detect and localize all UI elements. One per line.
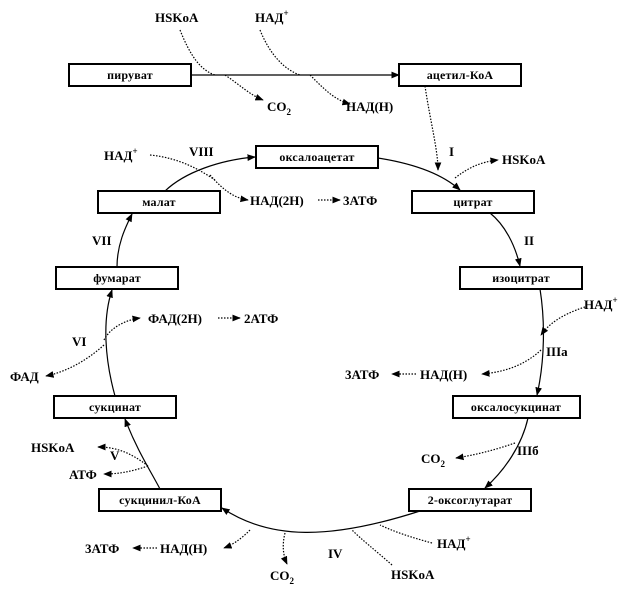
pyruvate-box: пируват xyxy=(68,63,192,87)
nadh-iiia-text: НАД(Н) xyxy=(420,367,467,382)
succinyl-coa-label: сукцинил-КоА xyxy=(119,493,201,507)
citrate-to-isocitrate-arc xyxy=(489,212,522,267)
nad-top-text: НАД+ xyxy=(255,8,289,25)
step-iiia-nad-arrow xyxy=(540,306,586,336)
nadh-iv-text: НАД(Н) xyxy=(160,541,207,556)
nad-iiia-text: НАД+ xyxy=(584,295,618,312)
oxaloacetate-box: оксалоацетат xyxy=(255,145,379,169)
acetyl-to-citrate-arrow xyxy=(424,85,442,171)
isocitrate-to-oxalosuccinate-arc xyxy=(535,288,545,396)
succinate-box: сукцинат xyxy=(53,395,177,419)
oxalosuccinate-box: оксалосукцинат xyxy=(452,395,581,419)
succinate-to-fumarate-arc xyxy=(105,289,116,397)
step-viii-nadh-arrow xyxy=(209,174,249,203)
step-vi-fad-arrow xyxy=(45,344,105,378)
nadh-out-arrow xyxy=(309,74,351,106)
atp3-viii-text: 3АТФ xyxy=(343,193,377,208)
citrate-box: цитрат xyxy=(411,190,535,214)
isocitrate-box: изоцитрат xyxy=(459,266,583,290)
isocitrate-label: изоцитрат xyxy=(492,271,550,285)
hskoa-v-text: HSKoA xyxy=(31,440,75,455)
fadh2-vi-text: ФАД(2Н) xyxy=(148,311,202,326)
step-v-label: V xyxy=(110,448,120,463)
atp-v-text: АТФ xyxy=(69,467,97,482)
oxalosuccinate-to-ketoglutarate-arc xyxy=(484,417,529,489)
step-iiia-nadh-arrow xyxy=(481,349,542,377)
citrate-label: цитрат xyxy=(453,195,492,209)
step-iiib-co2-arrow xyxy=(455,442,516,461)
fumarate-to-malate-arc xyxy=(116,213,133,268)
oxaloacetate-label: оксалоацетат xyxy=(279,150,354,164)
malate-to-oxaloacetate-arc xyxy=(164,154,256,192)
step-i-label: I xyxy=(449,144,454,159)
fad-vi-text: ФАД xyxy=(10,369,39,384)
atp3-iv-text: 3АТФ xyxy=(85,541,119,556)
alpha-ketoglutarate-label: 2-оксоглутарат xyxy=(428,493,513,507)
nad-iv-text: НАД+ xyxy=(437,534,471,551)
step-iv-nadh-arrow xyxy=(223,529,251,549)
oxaloacetate-to-citrate-arc xyxy=(377,157,461,191)
malate-box: малат xyxy=(97,190,221,214)
fumarate-label: фумарат xyxy=(93,271,141,285)
step-vii-label: VII xyxy=(92,233,112,248)
step-iv-co2-arrow xyxy=(280,532,288,565)
atp2-vi-text: 2АТФ xyxy=(244,311,278,326)
hskoa-i-text: HSKoA xyxy=(502,152,546,167)
succinylcoa-to-succinate-arc xyxy=(124,418,161,490)
malate-label: малат xyxy=(142,195,176,209)
atp3-iiia-text: 3АТФ xyxy=(345,367,379,382)
step-iiib-label: IIIб xyxy=(517,443,539,458)
co2-out-arrow xyxy=(224,74,264,101)
pyruvate-label: пируват xyxy=(107,68,153,82)
step-iiia-label: IIIа xyxy=(546,344,568,359)
hskoa-iv-text: HSKoA xyxy=(391,567,435,582)
hskoa-top-text: HSKoA xyxy=(155,10,199,25)
step-vi-fadh2-arrow xyxy=(103,315,141,341)
oxalosuccinate-label: оксалосукцинат xyxy=(471,400,561,414)
succinate-label: сукцинат xyxy=(89,400,141,414)
ketoglutarate-to-succinylcoa-arc xyxy=(221,507,421,533)
acetyl-coa-box: ацетил-КоА xyxy=(398,63,522,87)
co2-iiib-text: CO2 xyxy=(421,451,446,469)
step-vi-label: VI xyxy=(72,334,86,349)
co2-top-text: CO2 xyxy=(267,99,292,117)
nad-viii-text: НАД+ xyxy=(104,146,138,163)
step-v-hskoa-arrow xyxy=(97,443,149,467)
nad-in-arrow xyxy=(259,29,301,76)
fumarate-box: фумарат xyxy=(55,266,179,290)
step-iv-nad-arrow xyxy=(379,524,433,544)
co2-iv-text: CO2 xyxy=(270,568,295,586)
step-i-hskoa-arrow xyxy=(454,157,499,179)
acetyl-coa-label: ацетил-КоА xyxy=(427,68,494,82)
step-viii-nad-arrow xyxy=(149,154,216,181)
step-ii-label: II xyxy=(524,233,534,248)
step-iv-label: IV xyxy=(328,546,343,561)
step-iv-hskoa-arrow xyxy=(351,529,393,566)
hskoa-in-arrow xyxy=(179,29,216,76)
nad2h-viii-text: НАД(2Н) xyxy=(250,193,304,208)
step-viii-label: VIII xyxy=(189,144,214,159)
nadh-top-text: НАД(Н) xyxy=(346,99,393,114)
succinyl-coa-box: сукцинил-КоА xyxy=(98,488,222,512)
alpha-ketoglutarate-box: 2-оксоглутарат xyxy=(408,488,532,512)
step-v-atp-arrow xyxy=(103,465,149,478)
